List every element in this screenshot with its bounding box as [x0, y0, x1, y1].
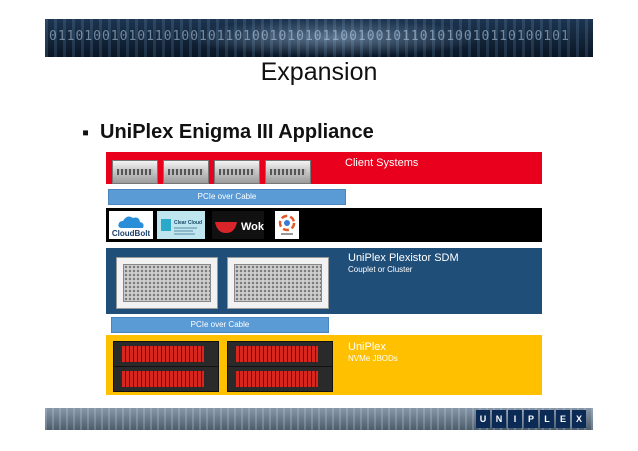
banner-background	[45, 19, 593, 57]
client-server-image	[214, 160, 260, 184]
nvme-jbod-image	[227, 341, 333, 367]
footer-logo-letter: P	[524, 410, 538, 428]
wok-logo: Wok	[212, 211, 265, 239]
footer-logo-letter: L	[540, 410, 554, 428]
nvme-sublabel: NVMe JBODs	[348, 354, 398, 363]
footer-logo-letter: X	[572, 410, 586, 428]
ring-logo	[275, 211, 299, 239]
bullet-marker: ▪	[82, 122, 90, 144]
client-server-image	[265, 160, 311, 184]
nvme-jbod-image	[227, 366, 333, 392]
pcie-connector-bottom: PCIe over Cable	[111, 317, 329, 333]
footer-banner	[45, 408, 593, 430]
footer-logo-letter: E	[556, 410, 570, 428]
plexistor-server-image	[227, 257, 329, 309]
bullet-heading: UniPlex Enigma III Appliance	[100, 121, 374, 143]
footer-logo-letter: U	[476, 410, 490, 428]
client-systems-label: Client Systems	[345, 157, 419, 169]
nvme-jbod-image	[113, 341, 219, 367]
uniplex-footer-logo: U N I P L E X	[476, 410, 586, 428]
plexistor-label: UniPlex Plexistor SDM	[348, 252, 459, 264]
nvme-jbod-image	[113, 366, 219, 392]
footer-logo-letter: N	[492, 410, 506, 428]
pcie-connector-top: PCIe over Cable	[108, 189, 346, 205]
footer-logo-letter: I	[508, 410, 522, 428]
banner-binary-pattern: 0110100101011010010110100101010110010010…	[49, 29, 570, 44]
banner-glow	[185, 19, 485, 57]
client-server-image	[163, 160, 209, 184]
svg-text:CloudBolt: CloudBolt	[112, 229, 151, 238]
nvme-label: UniPlex	[348, 341, 386, 353]
plexistor-server-image	[116, 257, 218, 309]
svg-text:Wok: Wok	[241, 221, 264, 233]
clear-cloud-logo: Clear Cloud	[157, 211, 205, 239]
plexistor-sublabel: Couplet or Cluster	[348, 265, 413, 274]
slide-title: Expansion	[260, 58, 378, 86]
header-banner: 0110100101011010010110100101010110010010…	[45, 19, 593, 57]
svg-text:Clear Cloud: Clear Cloud	[174, 220, 202, 226]
client-server-image	[112, 160, 158, 184]
cloudbolt-logo: CloudBolt	[109, 211, 153, 239]
